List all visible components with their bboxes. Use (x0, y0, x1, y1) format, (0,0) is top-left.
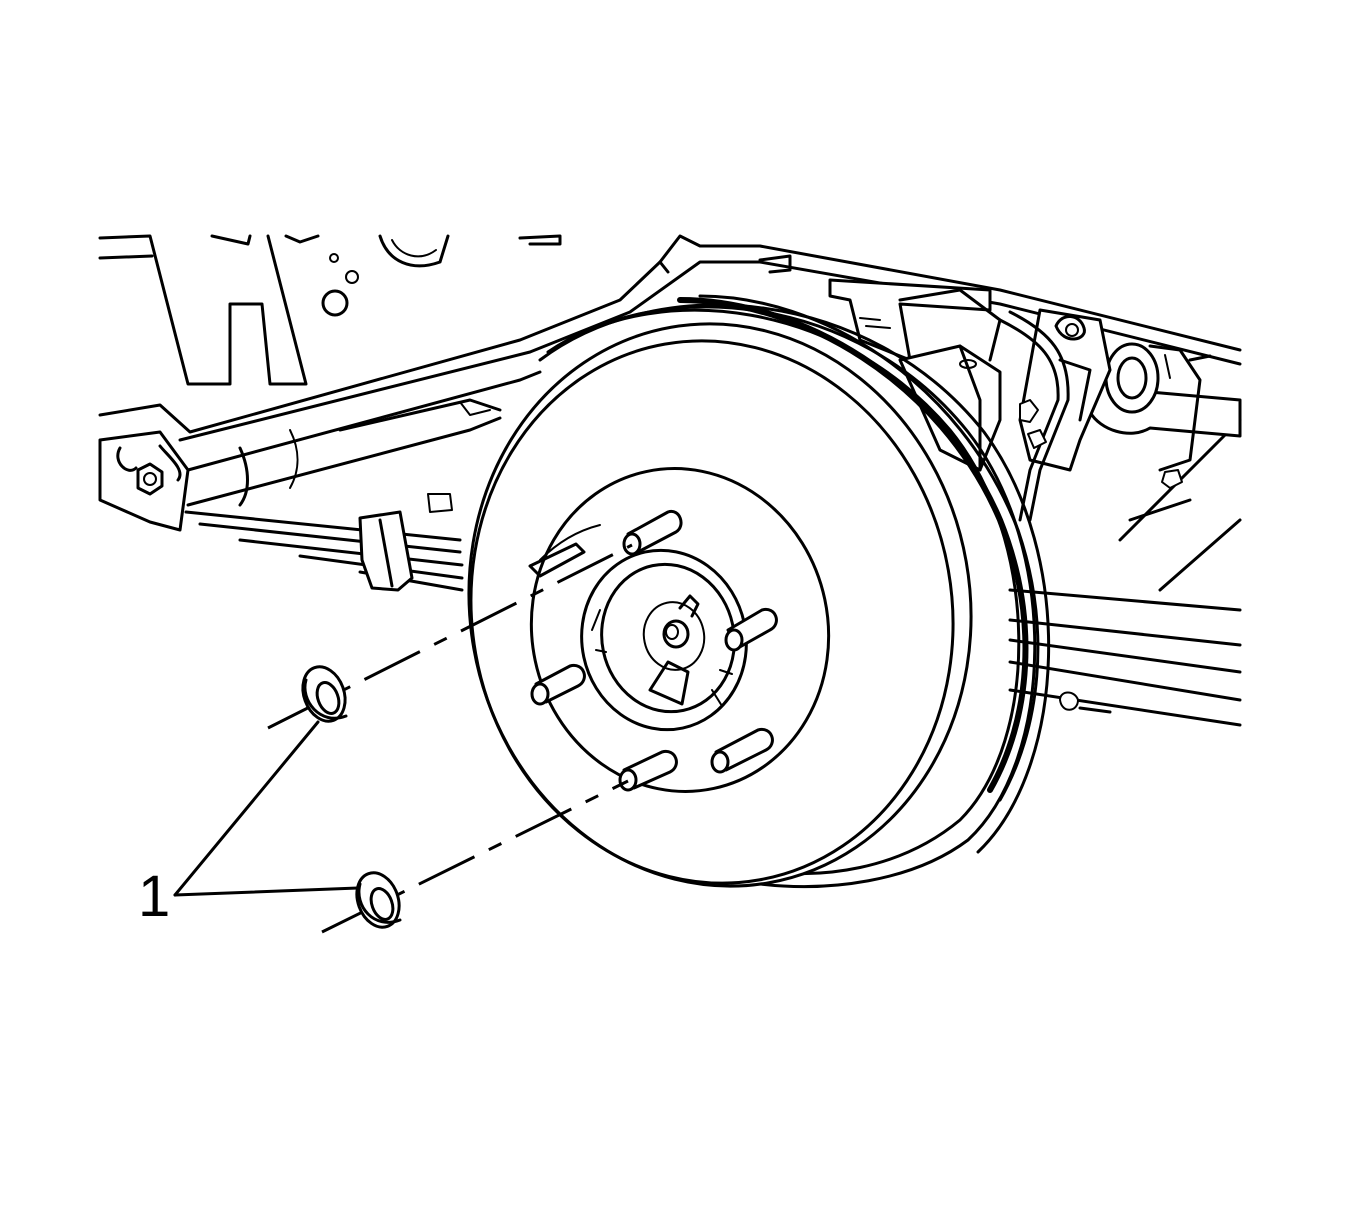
brake-drum (467, 294, 1051, 889)
chassis-frame (98, 234, 1242, 592)
callout-label: 1 (138, 864, 170, 929)
callout-1: 1 (138, 720, 360, 929)
upper-retainer-nut (301, 665, 348, 723)
fastener-retainers (267, 543, 633, 934)
wheel-studs (528, 509, 778, 792)
lower-retainer-nut (355, 871, 402, 929)
